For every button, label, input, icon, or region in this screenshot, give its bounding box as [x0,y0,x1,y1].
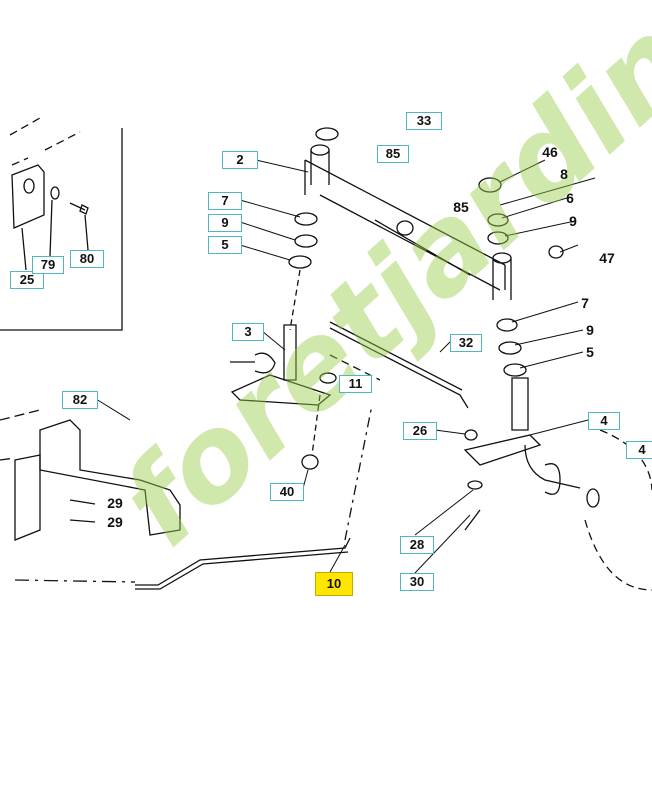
leader-lines [95,159,596,574]
callout-28[interactable]: 28 [400,536,434,554]
callout-5-right[interactable]: 5 [586,344,594,360]
callout-5[interactable]: 5 [208,236,242,254]
spindle-left [230,352,332,406]
tie-rod [329,321,483,531]
callout-30[interactable]: 30 [400,573,434,591]
callout-4-edge[interactable]: 4 [626,441,652,459]
callout-6[interactable]: 6 [566,190,574,206]
callout-11[interactable]: 11 [339,375,372,393]
callout-9-right[interactable]: 9 [569,213,577,229]
callout-9[interactable]: 9 [208,214,242,232]
callout-40[interactable]: 40 [270,483,304,501]
callout-7[interactable]: 7 [208,192,242,210]
callout-29-lower[interactable]: 29 [107,514,123,530]
callout-10-highlighted[interactable]: 10 [315,572,353,596]
callout-85[interactable]: 85 [377,145,409,163]
callout-33-cut[interactable]: 33 [406,112,442,130]
steering-bracket [0,409,181,541]
callout-8[interactable]: 8 [560,166,568,182]
callout-4[interactable]: 4 [588,412,620,430]
washers-right [478,177,564,431]
callout-47[interactable]: 47 [599,250,615,266]
callout-46[interactable]: 46 [542,144,558,160]
inset-detail [0,117,123,331]
callout-82[interactable]: 82 [62,391,98,409]
washers-left [283,212,318,381]
callout-2[interactable]: 2 [222,151,258,169]
callout-25[interactable]: 25 [10,271,44,289]
callout-32[interactable]: 32 [450,334,482,352]
callout-9-lower[interactable]: 9 [586,322,594,338]
callout-29[interactable]: 29 [107,495,123,511]
callout-26[interactable]: 26 [403,422,437,440]
callout-85-mid[interactable]: 85 [453,199,469,215]
spindle-right [463,429,652,591]
callout-80[interactable]: 80 [70,250,104,268]
front-axle-beam [304,127,512,300]
callout-79[interactable]: 79 [32,256,64,274]
callout-3[interactable]: 3 [232,323,264,341]
callout-7-right[interactable]: 7 [581,295,589,311]
